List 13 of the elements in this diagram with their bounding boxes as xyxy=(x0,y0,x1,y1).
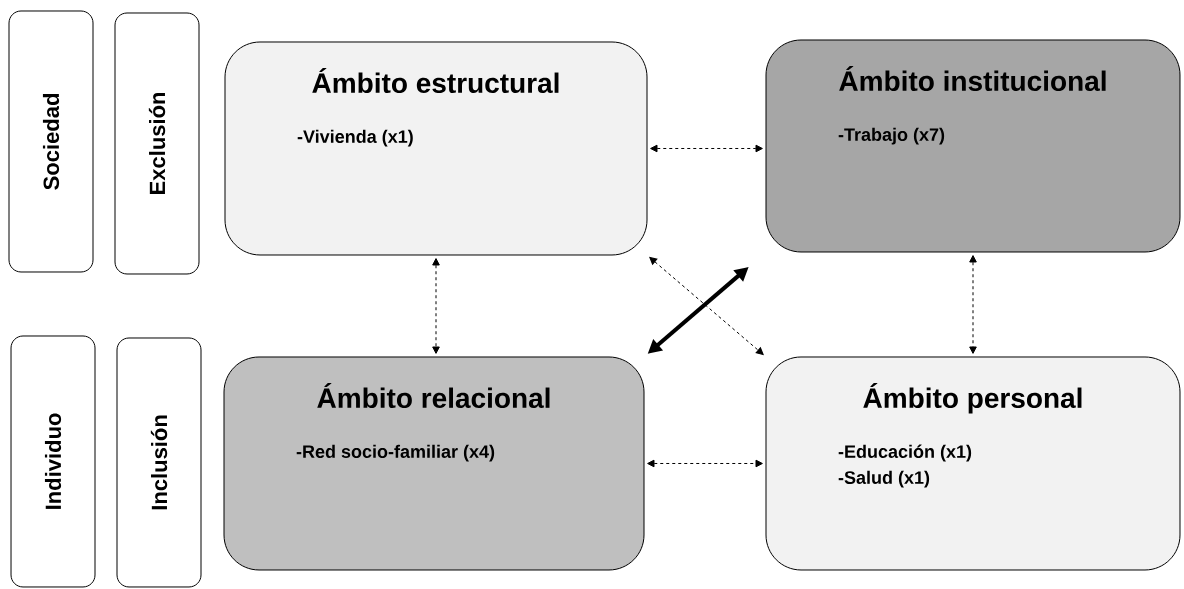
side-label-box: Individuo xyxy=(10,335,96,588)
arrow xyxy=(969,255,977,354)
side-label-box: Inclusión xyxy=(116,337,202,588)
area-box: Ámbito institucional -Trabajo (x7) xyxy=(765,39,1181,253)
area-box: Ámbito relacional -Red socio-familiar (x4) xyxy=(223,356,645,571)
side-label-box: Exclusión xyxy=(114,12,200,275)
arrow xyxy=(647,459,763,468)
arrow xyxy=(650,144,763,153)
area-box: Ámbito estructural -Vivienda (x1) xyxy=(224,41,648,256)
area-box: Ámbito personal -Educación (x1) -Salud (x1) xyxy=(765,356,1181,571)
side-label-box: Sociedad xyxy=(8,10,94,273)
arrow xyxy=(649,257,764,355)
arrow xyxy=(432,258,440,354)
